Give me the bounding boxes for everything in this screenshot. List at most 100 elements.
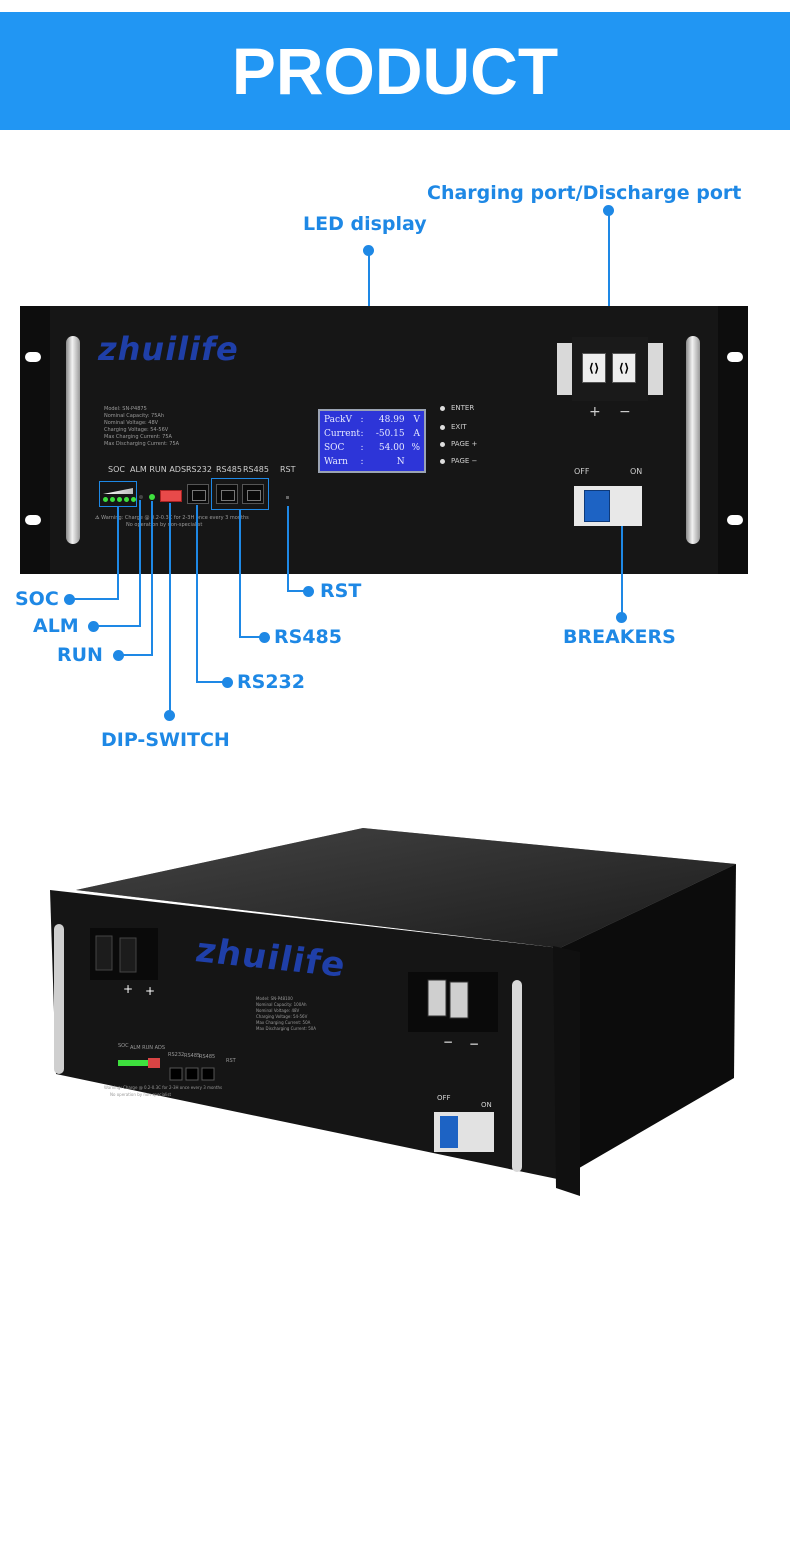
unit-right-handle bbox=[512, 980, 522, 1172]
unit-side bbox=[560, 864, 736, 1178]
right-rack-ear bbox=[718, 306, 748, 574]
terminal-positive[interactable]: ⟨⟩ bbox=[582, 353, 606, 383]
unit-label-alm-run-ads: ALM RUN ADS bbox=[130, 1045, 166, 1051]
left-rack-ear bbox=[20, 306, 50, 574]
callout-line-dip bbox=[169, 503, 171, 715]
unit-label-rst: RST bbox=[226, 1058, 236, 1064]
unit-left-handle bbox=[54, 924, 64, 1074]
callout-line-alm-h bbox=[95, 625, 141, 627]
button-exit[interactable]: EXIT bbox=[440, 423, 467, 431]
callout-line-rs232-h bbox=[196, 681, 228, 683]
button-enter[interactable]: ENTER bbox=[440, 404, 474, 412]
callout-dot-alm bbox=[88, 621, 99, 632]
callout-dot-rst bbox=[303, 586, 314, 597]
soc-leds bbox=[103, 497, 136, 502]
unit-spec-text: Model: SN-P48100 Nominal Capacity: 100Ah… bbox=[256, 996, 317, 1031]
unit-soc-leds bbox=[118, 1060, 148, 1066]
unit-terminal-plus-2: + bbox=[145, 984, 156, 998]
unit-dip bbox=[148, 1058, 160, 1068]
callout-rst: RST bbox=[320, 580, 362, 602]
run-led bbox=[149, 494, 155, 500]
label-soc: SOC bbox=[108, 465, 125, 474]
unit-warning-text: Warning: Charge @ 0.2-0.3C for 2-3H once… bbox=[104, 1085, 223, 1090]
unit-warning-text-2: No operation by non-specialist bbox=[110, 1092, 172, 1097]
rs485-port-b[interactable] bbox=[242, 484, 264, 504]
left-handle bbox=[66, 336, 80, 544]
brand-logo: zhuilife bbox=[98, 330, 239, 368]
warning-text-2: No operation by non-specialist bbox=[126, 522, 203, 528]
lcd-row-warn: Warn:N bbox=[324, 457, 405, 467]
callout-soc: SOC bbox=[15, 588, 59, 610]
rack-hole bbox=[25, 515, 41, 525]
unit-top-shade bbox=[76, 828, 736, 948]
button-page-plus[interactable]: PAGE + bbox=[440, 440, 477, 448]
callout-dot-led bbox=[363, 245, 374, 256]
unit-port-2 bbox=[185, 1067, 199, 1081]
callout-line-rst bbox=[287, 506, 289, 592]
callout-line-charging bbox=[608, 210, 610, 340]
rs485-port-a[interactable] bbox=[216, 484, 238, 504]
label-rst: RST bbox=[280, 465, 296, 474]
callout-breakers: BREAKERS bbox=[563, 626, 676, 648]
callout-rs232: RS232 bbox=[237, 671, 305, 693]
unit-terminal-minus-2: − bbox=[469, 1037, 480, 1051]
soc-led-box bbox=[99, 481, 137, 507]
unit-port-3 bbox=[201, 1067, 215, 1081]
callout-dot-breakers bbox=[616, 612, 627, 623]
unit-terminal-plus-1: + bbox=[123, 982, 134, 996]
unit-label-soc: SOC bbox=[118, 1043, 129, 1049]
terminal-plus-label: + bbox=[589, 404, 601, 420]
unit-port-1 bbox=[169, 1067, 183, 1081]
label-rs485-b: RS485 bbox=[243, 465, 269, 474]
rst-button[interactable] bbox=[286, 496, 289, 499]
callout-dot-soc bbox=[64, 594, 75, 605]
spec-text: Model: SN-P4875 Nominal Capacity: 75Ah N… bbox=[104, 406, 180, 447]
rack-hole bbox=[727, 515, 743, 525]
dip-switch[interactable] bbox=[160, 490, 182, 502]
callout-run: RUN bbox=[57, 644, 103, 666]
callout-line-soc-h bbox=[70, 598, 119, 600]
unit-right-ear bbox=[553, 946, 580, 1196]
callout-charging-port: Charging port/Discharge port bbox=[427, 182, 742, 204]
rs232-port[interactable] bbox=[187, 484, 209, 504]
callout-line-rs485 bbox=[239, 510, 241, 638]
breaker-switch[interactable] bbox=[584, 490, 610, 522]
callout-dot-rs485 bbox=[259, 632, 270, 643]
callout-dip-switch: DIP-SWITCH bbox=[101, 729, 230, 751]
callout-dot-charging bbox=[603, 205, 614, 216]
unit-breaker-off-label: OFF bbox=[437, 1094, 451, 1102]
callout-alm: ALM bbox=[33, 615, 79, 637]
label-alm-run-ads: ALM RUN ADS bbox=[130, 465, 187, 474]
rs485-box bbox=[211, 478, 269, 510]
unit-right-terminal-2 bbox=[449, 981, 469, 1019]
callout-led-display: LED display bbox=[303, 213, 427, 235]
unit-left-terminal-1 bbox=[95, 935, 113, 971]
rack-hole bbox=[25, 352, 41, 362]
unit-terminal-minus-1: − bbox=[443, 1035, 454, 1049]
unit-label-rs485-b: RS485 bbox=[199, 1054, 216, 1060]
unit-label-rs232: RS232 bbox=[168, 1052, 185, 1058]
rack-hole bbox=[727, 352, 743, 362]
callout-line-rs485-h bbox=[239, 636, 263, 638]
lcd-row-soc: SOC:54.00% bbox=[324, 443, 420, 453]
callout-line-soc bbox=[117, 507, 119, 600]
button-page-minus[interactable]: PAGE − bbox=[440, 457, 477, 465]
callout-line-alm bbox=[139, 500, 141, 627]
label-rs232: RS232 bbox=[186, 465, 212, 474]
battery-unit-3d bbox=[50, 828, 736, 1196]
unit-right-terminal-1 bbox=[427, 979, 447, 1017]
header-banner bbox=[0, 12, 790, 130]
label-rs485-a: RS485 bbox=[216, 465, 242, 474]
unit-breaker-on-label: ON bbox=[481, 1101, 492, 1109]
callout-line-rs232 bbox=[196, 505, 198, 683]
terminal-minus-label: − bbox=[619, 404, 631, 420]
unit-breaker-switch bbox=[440, 1116, 458, 1148]
callout-line-run-h bbox=[120, 654, 153, 656]
breaker-on-label: ON bbox=[630, 467, 643, 476]
terminal-negative[interactable]: ⟨⟩ bbox=[612, 353, 636, 383]
page-title: PRODUCT COMPARISON bbox=[170, 34, 620, 226]
unit-front bbox=[50, 890, 562, 1180]
callout-line-rst-h bbox=[287, 590, 307, 592]
